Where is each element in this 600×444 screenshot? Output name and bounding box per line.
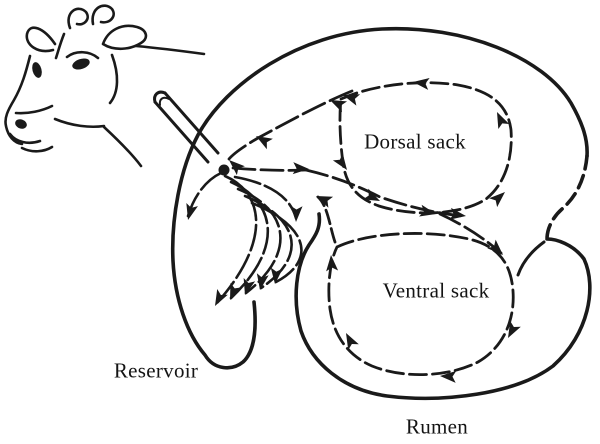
- cow-cheek-line: [53, 117, 106, 129]
- label-rumen: Rumen: [405, 414, 469, 439]
- cow-nose-bridge: [4, 54, 32, 146]
- rumen-wall-left-dome: [170, 26, 589, 370]
- stream-under-dorsal: [304, 168, 466, 218]
- esophagus-tube: [153, 90, 220, 164]
- cow-eye: [72, 58, 90, 70]
- cow-left-ear: [25, 26, 57, 53]
- fan-arc-2: [229, 180, 270, 300]
- fan-arc-6: [233, 175, 298, 220]
- cow-jaw-neck-line: [102, 125, 143, 168]
- cow-head-illustration: [4, 4, 206, 168]
- label-dorsal-sack: Dorsal sack: [364, 129, 466, 154]
- label-reservoir: Reservoir: [113, 358, 199, 383]
- cow-back-line: [134, 44, 206, 56]
- cardia-entry-point: [218, 164, 230, 176]
- esophagus-cap-inner: [158, 96, 170, 106]
- esophagus-edge-upper: [163, 91, 220, 155]
- esophagus-cap: [153, 90, 167, 104]
- rumen-wall-ventral-lobe: [294, 212, 592, 401]
- ventral-loop-path: [327, 232, 515, 377]
- dorsal-to-esophagus-line: [227, 89, 354, 161]
- cow-horns: [67, 4, 115, 30]
- cow-right-ear: [101, 24, 148, 51]
- fan-arc-5: [250, 201, 303, 284]
- cow-nostril: [15, 119, 27, 129]
- fan-arc-1: [214, 174, 258, 306]
- rumen-outline: [170, 26, 592, 401]
- label-ventral-sack: Ventral sack: [382, 278, 490, 303]
- flow-arrowheads: [186, 77, 521, 383]
- cow-face-right-line: [108, 53, 119, 105]
- cow-forehead-line: [54, 32, 66, 60]
- rumen-wall-right-dashed: [545, 154, 589, 241]
- rumen-pillar-notch: [516, 240, 546, 277]
- cow-eyebrow: [65, 50, 100, 60]
- cow-mouth: [8, 132, 54, 153]
- stream-to-dorsal: [231, 166, 308, 172]
- esophagus-edge-lower: [153, 100, 210, 164]
- cow-muzzle-line: [14, 104, 54, 115]
- cow-ear-spot: [32, 62, 42, 78]
